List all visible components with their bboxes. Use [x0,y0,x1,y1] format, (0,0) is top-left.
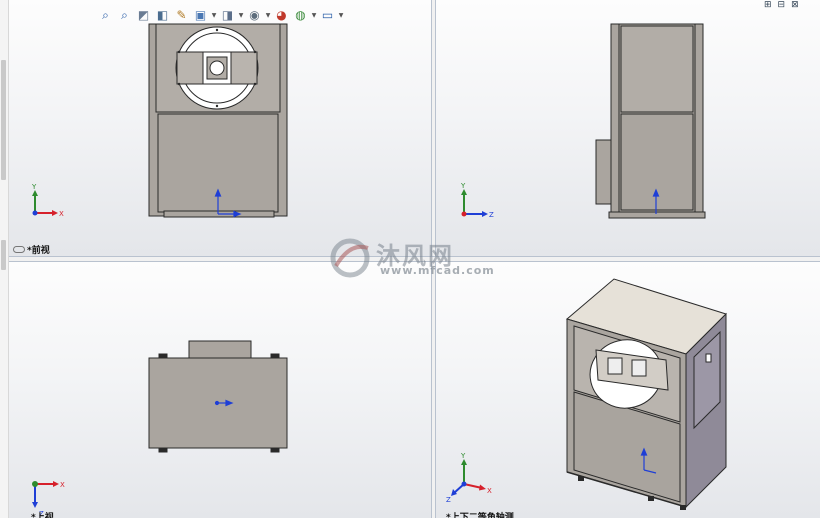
hide-show-items-icon[interactable]: ◉ [249,8,260,22]
edit-appearance-icon[interactable]: ◕ [276,8,287,22]
panel-scroll-grip[interactable] [1,60,6,180]
viewport-isometric[interactable]: Y X Z *上下二等角轴测 [436,262,820,518]
viewport-splitter-horizontal[interactable] [9,256,820,262]
viewport-window-controls[interactable]: ⊞ ⊟ ⊠ [764,0,799,10]
viewport-top[interactable]: X Z *上视 [9,262,431,518]
svg-text:Y: Y [460,182,466,190]
link-views-icon[interactable]: ⊟ [777,0,786,10]
dynamic-annotation-icon[interactable]: ✎ [176,8,187,22]
svg-text:Z: Z [446,496,451,504]
origin-marker-top [214,399,234,407]
view-label-text: *上下二等角轴测 [446,513,514,518]
axis-triad-top: X Z [32,481,65,518]
cabinet-top-body [148,357,288,449]
dropdown-arrow-icon[interactable]: ▼ [238,11,244,19]
heads-up-view-toolbar: ⌕ ⌕ ◩ ◧ ✎ ▣ ▼ ◨ ▼ ◉ ▼ ◕ ◍ ▼ ▭ ▼ [97,5,344,25]
close-view-icon[interactable]: ⊠ [791,0,799,10]
apply-scene-icon[interactable]: ◍ [295,8,306,22]
cabinet-iso-lower-panel [573,391,681,503]
front-view-drawing: Y X [31,23,288,218]
side-protrusion [595,139,612,205]
view-label-front: *前视 [13,243,50,256]
dropdown-arrow-icon[interactable]: ▼ [311,11,317,19]
dropdown-arrow-icon[interactable]: ▼ [338,11,344,19]
axis-triad-iso: Y X Z [446,452,492,504]
svg-text:Z: Z [489,211,494,219]
origin-marker [214,188,242,218]
top-protrusion [188,340,252,360]
view-label-iso: *上下二等角轴测 [446,510,514,518]
previous-view-icon[interactable]: ◩ [137,8,150,22]
zoom-to-area-icon[interactable]: ⌕ [121,8,128,22]
cabinet-iso-side-door [693,330,721,430]
viewport-front[interactable]: Y X ⌕ ⌕ ◩ ◧ ✎ ▣ ▼ ◨ ▼ ◉ ▼ ◕ ◍ ▼ ▭ ▼ *前视 [9,0,431,256]
cabinet-side-upper [620,25,694,113]
display-style-icon[interactable]: ◨ [221,8,234,22]
svg-text:X: X [60,481,65,489]
viewport-right[interactable]: Y Z ⊞ ⊟ ⊠ [436,0,820,256]
dropdown-arrow-icon[interactable]: ▼ [265,11,271,19]
section-view-icon[interactable]: ◧ [156,8,169,22]
view-orientation-icon[interactable]: ▣ [194,8,207,22]
axis-triad-right: Y Z [460,182,494,219]
origin-marker-iso [640,447,657,474]
cabinet-lower-panel [157,113,279,213]
dropdown-arrow-icon[interactable]: ▼ [211,11,217,19]
svg-text:X: X [487,487,492,495]
view-eye-icon[interactable] [13,246,25,253]
panel-collapse-grip[interactable] [1,240,6,270]
view-settings-icon[interactable]: ▭ [321,8,334,22]
svg-text:X: X [59,210,64,218]
porthole-center-ring [209,60,225,76]
origin-marker-right [652,188,660,214]
svg-text:Y: Y [31,183,37,191]
svg-text:Z: Z [39,510,44,518]
view-label-text: *上视 [31,513,54,518]
view-label-text: *前视 [27,246,50,256]
top-view-drawing: X Z [32,340,288,518]
view-label-top: *上视 [31,510,54,518]
zoom-to-fit-icon[interactable]: ⌕ [102,8,109,22]
isometric-view-drawing: Y X Z [446,278,727,510]
right-view-drawing: Y Z [460,23,706,219]
cabinet-side-base [608,211,706,219]
tile-view-icon[interactable]: ⊞ [764,0,772,10]
axis-triad-front: Y X [31,183,64,218]
svg-text:Y: Y [460,452,466,460]
left-panel-strip[interactable] [0,0,9,518]
